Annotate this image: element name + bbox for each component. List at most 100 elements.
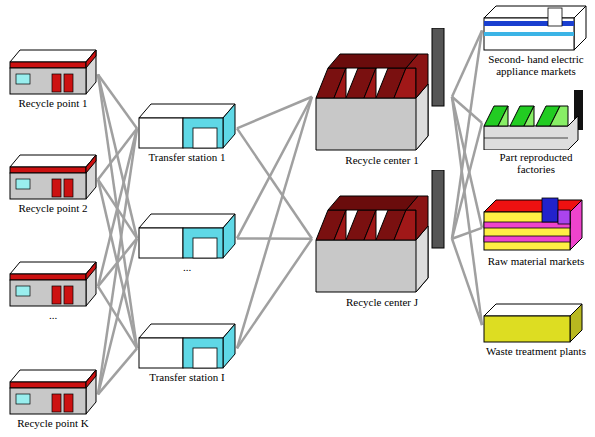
illustration-shape bbox=[570, 200, 582, 250]
illustration-shape bbox=[10, 370, 96, 382]
illustration-shape bbox=[193, 128, 217, 148]
illustration-shape bbox=[10, 280, 86, 306]
illustration-shape bbox=[484, 6, 586, 18]
illustration-shape bbox=[223, 104, 235, 148]
illustration-shape bbox=[10, 173, 86, 199]
illustration-shape bbox=[484, 316, 570, 342]
illustration-shape bbox=[346, 210, 376, 240]
node-label: ... bbox=[8, 309, 98, 321]
illustration-shape bbox=[10, 62, 86, 68]
illustration-shape bbox=[524, 106, 534, 126]
illustration-shape bbox=[86, 262, 96, 306]
building-node: ... bbox=[137, 212, 237, 273]
illustration-shape bbox=[139, 104, 235, 118]
illustration-shape bbox=[86, 262, 96, 280]
illustration-shape bbox=[64, 394, 73, 412]
recycle-point-icon bbox=[8, 260, 98, 308]
raw-material-market-icon bbox=[482, 196, 590, 254]
illustration-shape bbox=[498, 106, 508, 126]
illustration-shape bbox=[10, 167, 86, 173]
illustration-shape bbox=[10, 274, 86, 280]
flow-line bbox=[452, 123, 482, 239]
building-node: Waste treatment plants bbox=[482, 302, 590, 357]
building-node: Part reproducted factories bbox=[482, 90, 590, 175]
illustration-shape bbox=[139, 214, 235, 228]
illustration-shape bbox=[10, 68, 86, 94]
illustration-shape bbox=[139, 338, 183, 368]
flow-line bbox=[98, 348, 137, 394]
flow-line bbox=[98, 74, 137, 348]
node-label: Raw material markets bbox=[482, 255, 590, 267]
illustration-shape bbox=[334, 210, 346, 240]
illustration-shape bbox=[64, 286, 73, 304]
illustration-shape bbox=[550, 106, 568, 126]
flow-line bbox=[98, 238, 137, 394]
illustration-shape bbox=[183, 118, 223, 148]
illustration-shape bbox=[548, 8, 562, 26]
illustration-shape bbox=[52, 179, 61, 197]
illustration-shape bbox=[139, 324, 235, 338]
transfer-station-icon bbox=[137, 212, 237, 260]
flow-line bbox=[452, 228, 482, 239]
illustration-shape bbox=[328, 196, 418, 210]
flow-line bbox=[237, 237, 312, 240]
illustration-shape bbox=[484, 236, 570, 242]
illustration-shape bbox=[52, 394, 61, 412]
illustration-shape bbox=[139, 228, 183, 258]
flow-line bbox=[237, 239, 312, 349]
flow-line bbox=[237, 97, 312, 239]
illustration-shape bbox=[484, 304, 582, 316]
illustration-shape bbox=[183, 338, 223, 368]
illustration-shape bbox=[432, 28, 444, 106]
flow-line bbox=[452, 239, 482, 325]
illustration-shape bbox=[10, 50, 96, 62]
illustration-shape bbox=[193, 238, 217, 258]
illustration-shape bbox=[558, 210, 570, 224]
illustration-shape bbox=[86, 50, 96, 94]
illustration-shape bbox=[570, 304, 582, 342]
illustration-shape bbox=[316, 210, 346, 240]
transfer-station-icon bbox=[137, 322, 237, 370]
building-node: Recycle center J bbox=[312, 170, 452, 308]
node-label: Recycle point 1 bbox=[8, 97, 98, 109]
flow-line bbox=[98, 128, 137, 394]
illustration-shape bbox=[10, 262, 96, 274]
flow-line bbox=[237, 97, 312, 349]
building-node: Transfer station 1 bbox=[137, 102, 237, 163]
transfer-station-icon bbox=[137, 102, 237, 150]
illustration-shape bbox=[364, 68, 376, 98]
recycle-center-icon bbox=[312, 28, 452, 153]
node-label: Transfer station I bbox=[137, 371, 237, 383]
illustration-shape bbox=[52, 74, 61, 92]
illustration-shape bbox=[484, 138, 568, 139]
illustration-shape bbox=[10, 155, 96, 167]
illustration-shape bbox=[183, 228, 223, 258]
illustration-shape bbox=[484, 222, 570, 228]
illustration-shape bbox=[510, 106, 534, 126]
illustration-shape bbox=[394, 210, 416, 240]
illustration-shape bbox=[334, 68, 346, 98]
node-label: Recycle center J bbox=[312, 296, 452, 308]
illustration-shape bbox=[223, 214, 235, 258]
node-label: Transfer station 1 bbox=[137, 151, 237, 163]
illustration-shape bbox=[139, 118, 183, 148]
illustration-shape bbox=[86, 155, 96, 173]
recycle-point-icon bbox=[8, 153, 98, 201]
illustration-shape bbox=[86, 50, 96, 68]
recycle-center-icon bbox=[312, 170, 452, 295]
node-label: Part reproducted factories bbox=[482, 151, 590, 175]
illustration-shape bbox=[16, 286, 30, 296]
building-node: Recycle point 1 bbox=[8, 48, 98, 109]
illustration-shape bbox=[223, 324, 235, 368]
illustration-shape bbox=[328, 54, 418, 68]
illustration-shape bbox=[86, 370, 96, 414]
building-node: Recycle point 2 bbox=[8, 153, 98, 214]
illustration-shape bbox=[64, 179, 73, 197]
illustration-shape bbox=[16, 394, 30, 404]
node-label: Recycle point 2 bbox=[8, 202, 98, 214]
illustration-shape bbox=[16, 74, 30, 84]
illustration-shape bbox=[86, 155, 96, 199]
node-label: Recycle center 1 bbox=[312, 154, 452, 166]
part-factory-icon bbox=[482, 90, 590, 150]
second-hand-market-icon bbox=[482, 4, 590, 52]
